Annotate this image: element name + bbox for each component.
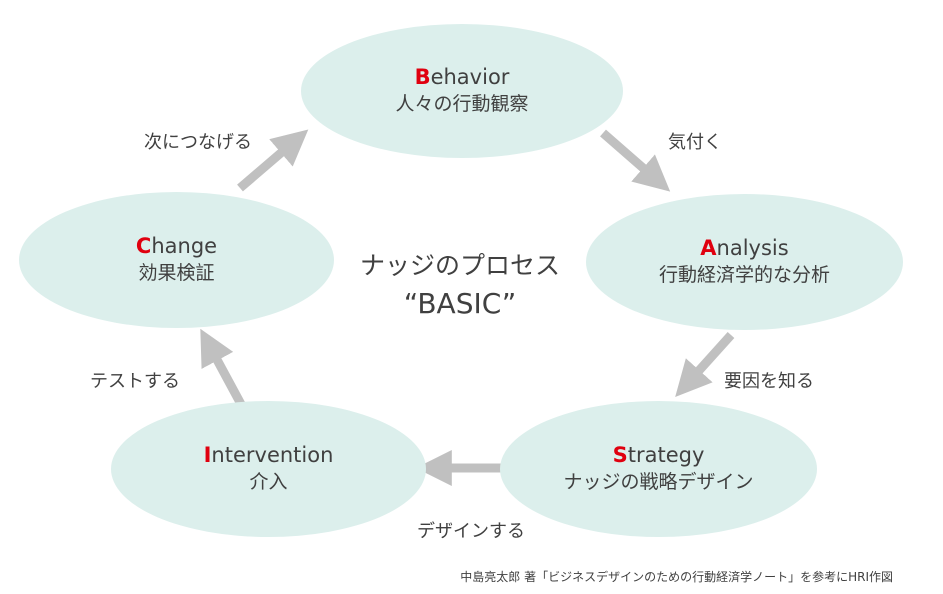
source-credit: 中島亮太郎 著「ビジネスデザインのための行動経済学ノート」を参考にHRI作図 xyxy=(460,570,893,584)
node-change-subtitle: 効果検証 xyxy=(138,262,215,284)
center-subtitle: “BASIC” xyxy=(403,287,517,320)
edge-label-change-to-behavior: 次につなげる xyxy=(144,132,252,153)
arrow-analysis-to-strategy xyxy=(675,331,735,398)
node-intervention-title: Intervention xyxy=(204,442,334,469)
node-analysis-title: Analysis xyxy=(700,235,788,262)
arrow-behavior-to-analysis xyxy=(600,129,671,192)
node-intervention: Intervention 介入 xyxy=(111,401,426,537)
node-analysis-subtitle: 行動経済学的な分析 xyxy=(658,264,830,286)
edge-label-intervention-to-change: テストする xyxy=(90,371,180,392)
node-behavior-title: Behavior xyxy=(415,64,510,91)
node-strategy-initial: S xyxy=(612,443,628,467)
edge-label-behavior-to-analysis: 気付く xyxy=(668,132,722,153)
node-change-rest: hange xyxy=(151,234,218,258)
node-behavior-subtitle: 人々の行動観察 xyxy=(395,93,529,115)
arrow-intervention-to-change xyxy=(200,328,246,409)
node-intervention-subtitle: 介入 xyxy=(249,471,288,493)
edge-label-analysis-to-strategy: 要因を知る xyxy=(724,371,814,392)
node-behavior: Behavior 人々の行動観察 xyxy=(301,24,623,158)
node-change-title: Change xyxy=(136,233,217,260)
node-analysis: Analysis 行動経済学的な分析 xyxy=(586,194,903,330)
node-strategy-subtitle: ナッジの戦略デザイン xyxy=(563,471,754,493)
node-change: Change 効果検証 xyxy=(19,192,334,328)
node-behavior-initial: B xyxy=(414,65,431,89)
arrow-change-to-behavior xyxy=(237,129,309,192)
node-analysis-initial: A xyxy=(700,236,717,260)
node-intervention-rest: ntervention xyxy=(211,443,334,467)
node-change-initial: C xyxy=(135,234,152,258)
center-title: ナッジのプロセス xyxy=(359,251,560,280)
node-behavior-rest: ehavior xyxy=(430,65,510,89)
node-strategy: Strategy ナッジの戦略デザイン xyxy=(500,401,817,537)
node-intervention-initial: I xyxy=(203,443,212,467)
node-strategy-title: Strategy xyxy=(613,442,705,469)
node-analysis-rest: nalysis xyxy=(716,236,789,260)
edge-label-strategy-to-intervention: デザインする xyxy=(417,521,525,542)
node-strategy-rest: trategy xyxy=(627,443,705,467)
